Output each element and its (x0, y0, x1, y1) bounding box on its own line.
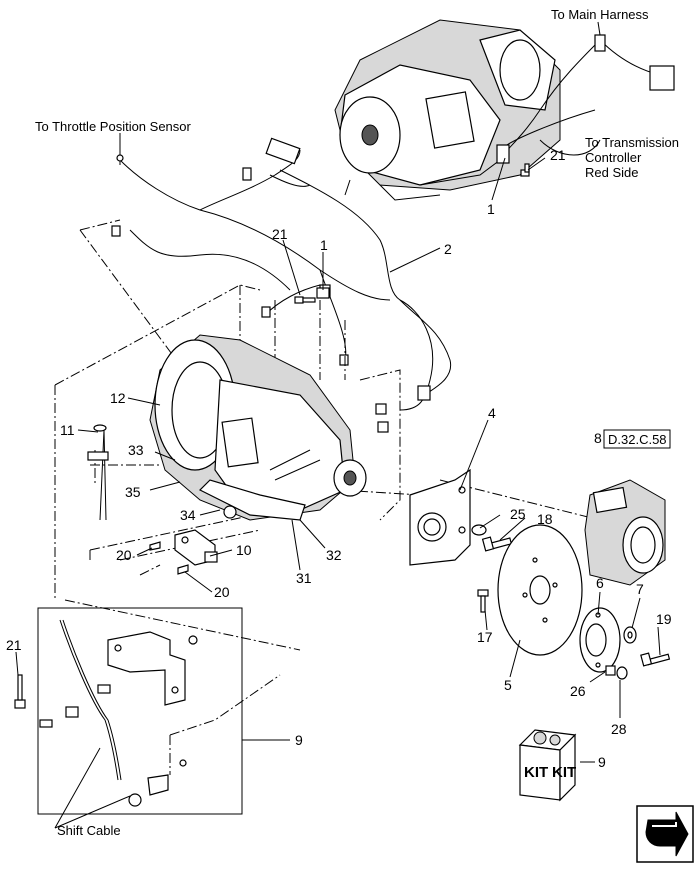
shift-bracket-illustration (149, 529, 218, 575)
washer-7-illustration (623, 626, 637, 644)
callout-12: 12 (110, 390, 126, 406)
callout-1-mid: 1 (320, 237, 328, 253)
callout-7: 7 (636, 581, 644, 597)
callout-34: 34 (180, 507, 196, 523)
bolt-18-illustration (471, 524, 513, 552)
bolt-21-mid-illustration (294, 296, 316, 304)
callout-9-kit: 9 (598, 754, 606, 770)
callout-numbers: 21 1 21 1 2 12 11 33 35 34 20 10 20 31 3… (6, 147, 672, 770)
kit-box-illustration: KIT KIT (518, 729, 577, 802)
callout-21-left: 21 (6, 637, 22, 653)
leader-lines (15, 21, 661, 829)
callout-31: 31 (296, 570, 312, 586)
callout-26: 26 (570, 683, 586, 699)
reference-link[interactable]: 8 D.32.C.58 (594, 429, 671, 449)
reference-code: D.32.C.58 (608, 432, 667, 447)
shift-cable-kit-box (37, 607, 243, 815)
callout-17: 17 (477, 629, 493, 645)
dipstick-illustration (87, 424, 109, 521)
callout-28: 28 (611, 721, 627, 737)
disc-illustration (497, 524, 583, 656)
callout-20-b: 20 (214, 584, 230, 600)
callout-21-mid: 21 (272, 226, 288, 242)
hub-6-illustration (579, 607, 621, 673)
kit-label-left: KIT (524, 764, 548, 781)
callout-2: 2 (444, 241, 452, 257)
callout-20-a: 20 (116, 547, 132, 563)
label-shift-cable: Shift Cable (57, 823, 121, 838)
transmission-assembly-illustration (149, 334, 367, 521)
bolt-19-illustration (640, 652, 671, 667)
label-to-main-harness: To Main Harness (551, 7, 649, 22)
callout-10: 10 (236, 542, 252, 558)
next-page-button[interactable] (636, 805, 694, 863)
nut-26-illustration (605, 665, 616, 676)
callout-21-top: 21 (550, 147, 566, 163)
callout-11: 11 (60, 422, 75, 438)
callout-9-box: 9 (295, 732, 303, 748)
callout-1-top: 1 (487, 201, 495, 217)
callout-19: 19 (656, 611, 672, 627)
bolt-21-left-illustration (14, 674, 26, 709)
callout-4: 4 (488, 405, 496, 421)
label-to-transmission-line2: Controller (585, 150, 642, 165)
top-wiring-harness (419, 34, 675, 186)
callout-5: 5 (504, 677, 512, 693)
label-to-transmission-line1: To Transmission (585, 135, 679, 150)
callout-8: 8 (594, 430, 602, 446)
callout-6: 6 (596, 575, 604, 591)
kit-label-right: KIT (552, 764, 576, 781)
label-to-transmission-line3: Red Side (585, 165, 638, 180)
washer-28-illustration (616, 666, 628, 680)
callout-25: 25 (510, 506, 526, 522)
callout-35: 35 (125, 484, 141, 500)
bolt-21-top-illustration (520, 163, 530, 177)
callout-18: 18 (537, 511, 553, 527)
callout-33: 33 (128, 442, 144, 458)
mounting-plate-illustration (409, 468, 471, 566)
callout-32: 32 (326, 547, 342, 563)
installed-transmission-illustration (334, 19, 561, 201)
label-to-throttle-position-sensor: To Throttle Position Sensor (35, 119, 192, 134)
pump-assembly-illustration (584, 479, 666, 586)
reference-box (603, 429, 671, 449)
bolt-17-illustration (477, 589, 489, 613)
next-page-arrow-icon (645, 811, 689, 857)
